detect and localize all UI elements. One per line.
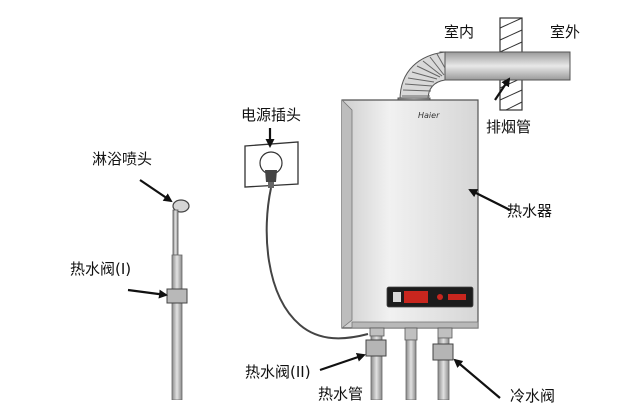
power-socket <box>244 141 299 188</box>
middle-pipe <box>405 339 417 400</box>
label-shower-head: 淋浴喷头 <box>92 150 153 168</box>
heater-brand-logo: Haier <box>418 111 440 120</box>
label-cold-valve: 冷水阀 <box>510 387 556 405</box>
label-indoor: 室内 <box>444 23 475 41</box>
shower-head <box>172 199 190 256</box>
hot-valve-1 <box>166 288 188 304</box>
arrow-shower-head <box>139 179 173 203</box>
exhaust-pipe <box>397 51 571 111</box>
hot-valve-2 <box>365 339 387 357</box>
arrow-cold-valve <box>453 358 501 399</box>
shower-pipe <box>171 254 183 400</box>
label-hot-pipe: 热水管 <box>318 385 364 403</box>
label-hot-valve-1: 热水阀(I) <box>70 260 132 278</box>
arrow-water-heater <box>468 189 511 211</box>
label-hot-valve-2: 热水阀(II) <box>245 363 311 381</box>
callout-arrows <box>127 77 511 399</box>
arrow-hot-valve-1 <box>127 288 168 299</box>
label-outdoor: 室外 <box>550 23 581 41</box>
hot-water-pipe <box>370 335 383 400</box>
label-power-plug: 电源插头 <box>241 106 302 124</box>
arrow-exhaust-pipe <box>494 77 511 101</box>
cold-water-pipe <box>437 337 450 400</box>
label-exhaust-pipe: 排烟管 <box>486 118 532 136</box>
power-cord <box>265 187 369 340</box>
cold-valve <box>432 343 454 361</box>
water-heater <box>341 99 479 341</box>
arrow-hot-valve-2 <box>319 352 366 372</box>
label-water-heater: 热水器 <box>507 202 553 220</box>
